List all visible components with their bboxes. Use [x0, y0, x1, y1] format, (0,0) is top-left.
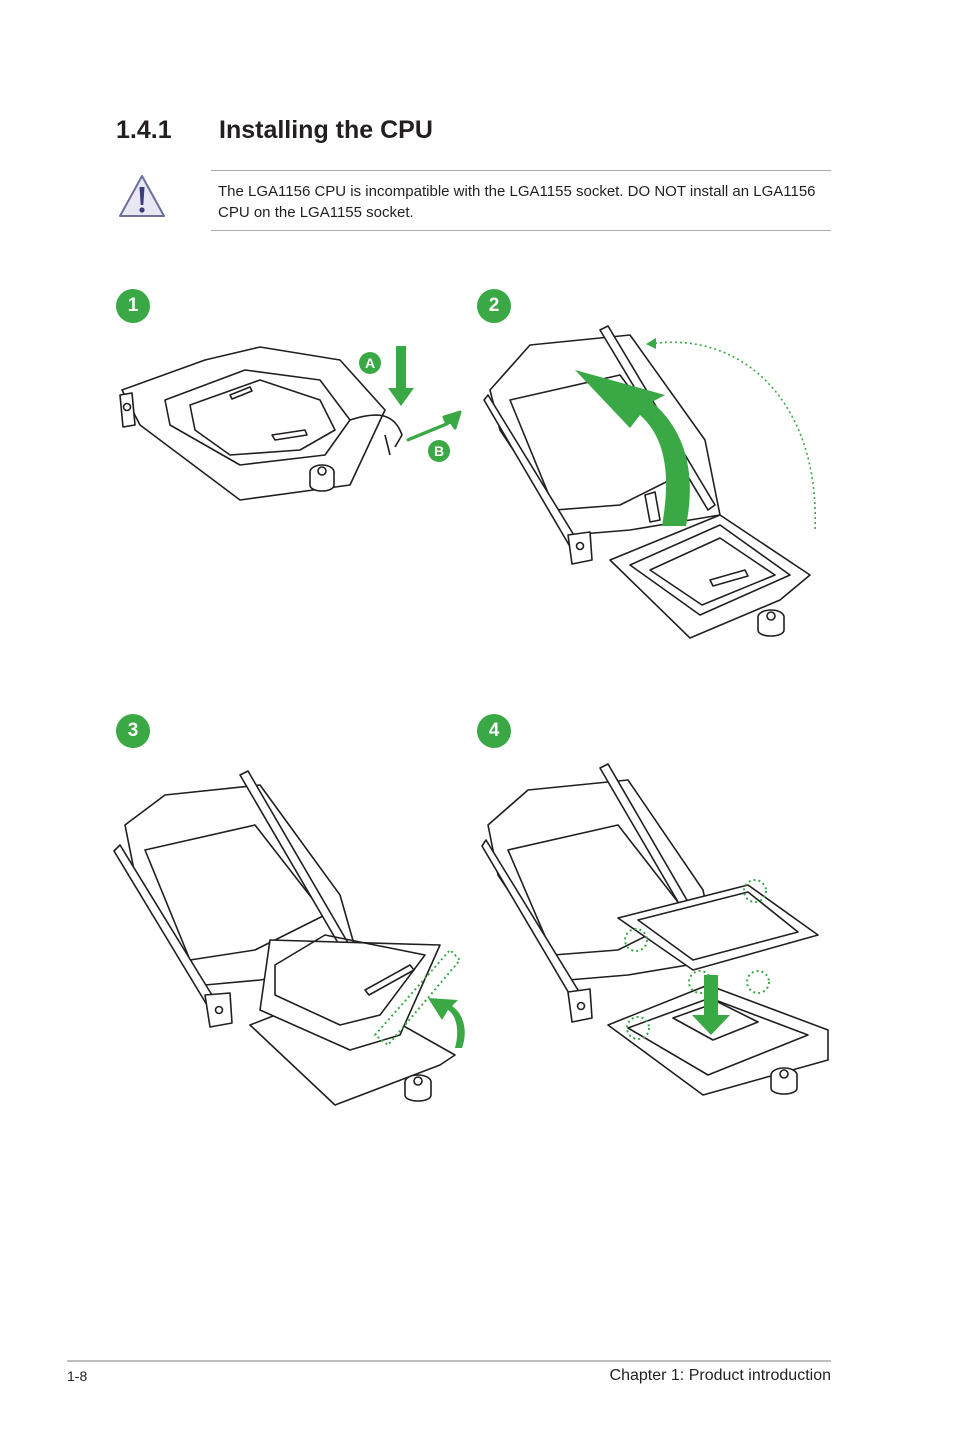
footer-rule — [67, 1360, 831, 1362]
page-number: 1-8 — [67, 1368, 88, 1384]
step-2-lift-arrows — [570, 330, 830, 575]
note-top-rule — [211, 170, 831, 171]
warning-triangle-icon — [117, 173, 167, 224]
step-3-badge: 3 — [116, 714, 150, 748]
step-1-badge: 1 — [116, 289, 150, 323]
step-3-illustration — [110, 765, 470, 1120]
step-2-illustration — [480, 320, 825, 650]
step-3-lift-arrow — [420, 990, 470, 1055]
step-1-arrows — [352, 340, 467, 470]
note-text: The LGA1156 CPU is incompatible with the… — [218, 183, 816, 221]
callout-b-badge: B — [428, 440, 450, 462]
step-2-badge: 2 — [477, 289, 511, 323]
section-number: 1.4.1 — [116, 116, 172, 144]
step-4-badge: 4 — [477, 714, 511, 748]
chapter-title: Chapter 1: Product introduction — [609, 1367, 831, 1384]
step-4-illustration — [478, 760, 838, 1110]
step-1-illustration — [110, 335, 470, 520]
note-bottom-rule — [211, 230, 831, 231]
callout-a-badge: A — [359, 352, 381, 374]
section-title: Installing the CPU — [219, 116, 433, 144]
